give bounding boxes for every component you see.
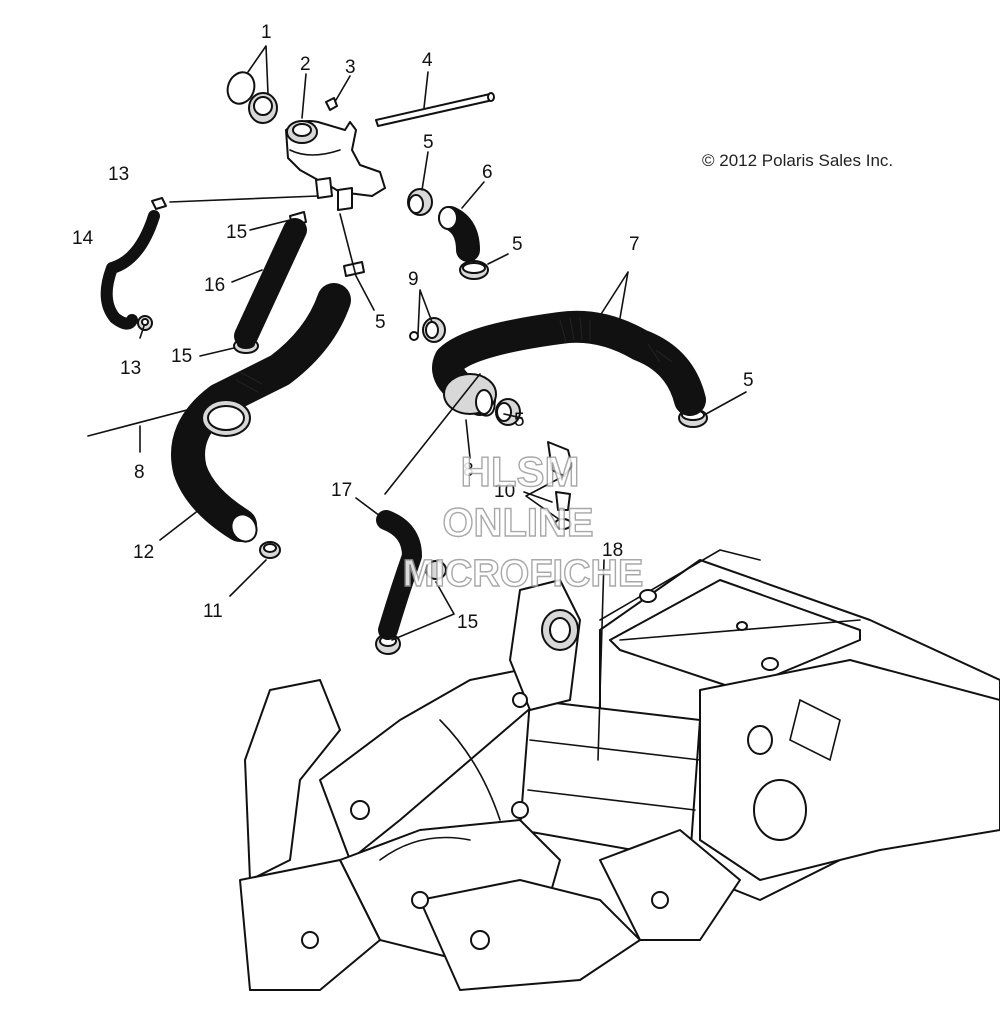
part-3-clip xyxy=(325,97,338,111)
callout-6: 6 xyxy=(482,162,493,183)
callout-5-a: 5 xyxy=(423,132,434,153)
part-5-clamp-d xyxy=(495,398,521,426)
part-9-bracket xyxy=(409,317,446,343)
part-8-rod-right xyxy=(384,373,481,495)
callout-13-a: 13 xyxy=(108,164,129,185)
part-12-lower-hose xyxy=(171,283,351,543)
callout-5-c: 5 xyxy=(375,312,386,333)
part-17-hose xyxy=(376,510,422,640)
callout-10: 10 xyxy=(494,481,515,502)
callout-14: 14 xyxy=(72,228,94,249)
callout-13-b: 13 xyxy=(120,358,141,379)
part-10-fittings xyxy=(547,441,573,530)
callout-8-a: 8 xyxy=(134,462,145,483)
part-16-hose xyxy=(234,218,307,348)
part-13-plug-top xyxy=(151,197,167,210)
part-4-rod xyxy=(375,92,495,127)
callout-3: 3 xyxy=(345,57,356,78)
part-11-clamp xyxy=(259,541,281,559)
callout-5-b: 5 xyxy=(512,234,523,255)
watermark-line-1: HLSM xyxy=(461,448,580,495)
watermark: HLSM ONLINE MICROFICHE xyxy=(402,447,644,595)
callout-1: 1 xyxy=(261,22,272,43)
callout-18: 18 xyxy=(602,540,623,561)
part-7-coolant-tube xyxy=(432,310,706,417)
callout-9: 9 xyxy=(408,269,419,290)
part-5-clamp-a xyxy=(407,188,433,216)
part-2-coolant-reservoir xyxy=(285,120,386,211)
copyright-text: © 2012 Polaris Sales Inc. xyxy=(702,151,893,170)
part-1-cap-and-gasket xyxy=(226,71,278,124)
callout-11: 11 xyxy=(203,601,223,622)
callout-15-c: 15 xyxy=(457,612,478,633)
part-14-vent-hose xyxy=(100,210,160,330)
part-18-chassis-frame xyxy=(239,549,1000,991)
watermark-line-2: ONLINE xyxy=(442,501,593,545)
callout-7: 7 xyxy=(629,234,640,255)
part-6-elbow-hose xyxy=(438,206,480,262)
callout-2: 2 xyxy=(300,54,311,75)
callout-12: 12 xyxy=(133,542,154,563)
callout-16: 16 xyxy=(204,275,225,296)
callout-15-a: 15 xyxy=(226,222,247,243)
callout-17: 17 xyxy=(331,480,352,501)
callout-4: 4 xyxy=(422,50,433,71)
part-13-plug-bottom xyxy=(137,315,153,331)
callout-15-b: 15 xyxy=(171,346,192,367)
callout-5-e: 5 xyxy=(514,410,525,431)
leader-lines xyxy=(139,45,747,761)
callout-labels: 1 2 3 4 5 6 5 13 14 15 16 5 13 15 9 7 5 … xyxy=(72,22,754,633)
callout-5-d: 5 xyxy=(743,370,754,391)
callout-8-b: 8 xyxy=(463,460,474,481)
watermark-line-3: MICROFICHE xyxy=(403,553,644,595)
part-5-clamp-b xyxy=(459,260,489,280)
